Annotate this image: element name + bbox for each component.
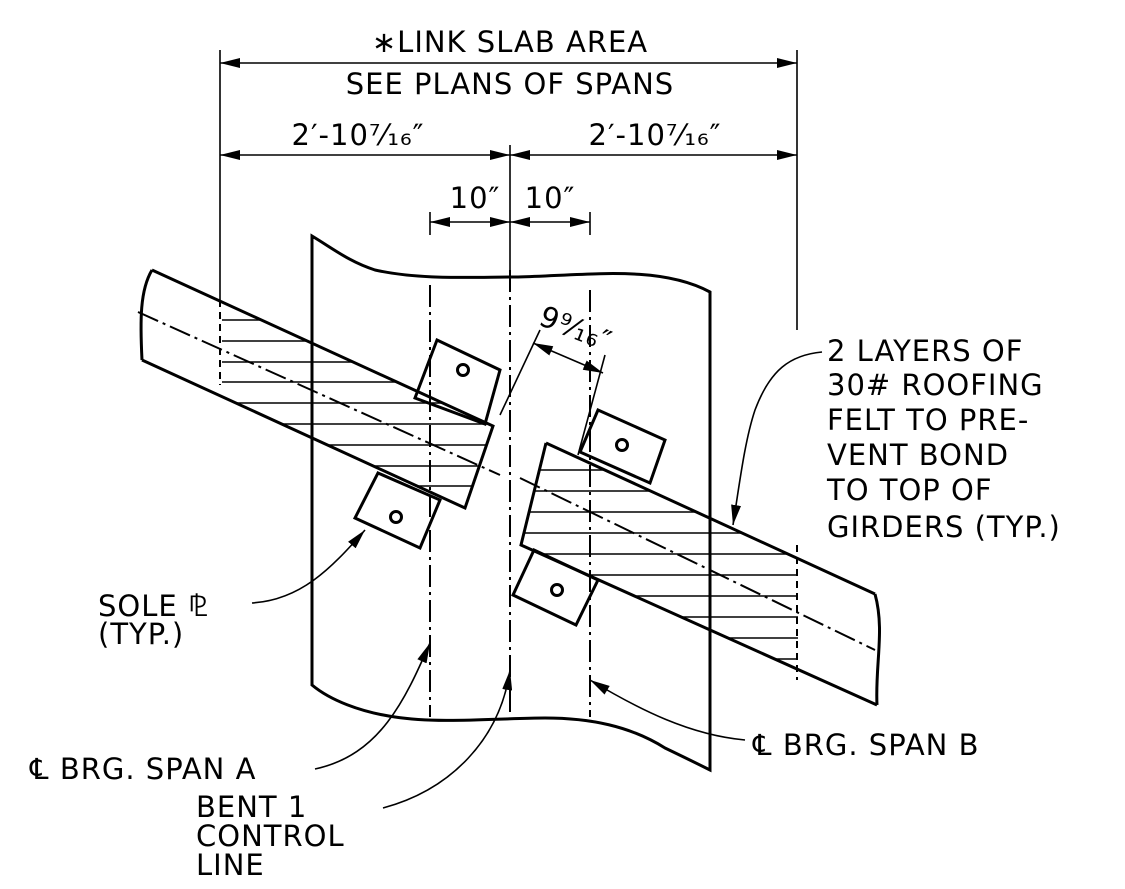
dim-half-left-label: 2′-10⁷⁄₁₆″ [292,118,425,152]
sole-plate-a-top [413,337,502,426]
felt-note-line-2: 30# ROOFING [827,368,1044,402]
felt-note-line-1: 2 LAYERS OF [827,334,1023,368]
bent-control-line-3: LINE [196,848,265,882]
dim-skew [532,342,604,374]
leader-felt [731,351,823,526]
bent-cap-outline [310,233,712,773]
link-slab-area-label: ∗LINK SLAB AREA [372,25,648,59]
sole-plate-a-bottom [352,471,442,551]
girder-span-b [519,441,882,707]
sole-plate-label-line-1: SOLE ⅊ [98,589,209,623]
felt-note-line-3: FELT TO PRE- [827,403,1029,437]
leader-cl-span-a [314,642,431,770]
leader-sole-plate [251,529,366,604]
bent-control-line-2: CONTROL [196,819,345,853]
felt-note-line-6: GIRDERS (TYP.) [827,510,1061,544]
felt-note-line-4: VENT BOND [827,438,1009,472]
felt-note-line-5: TO TOP OF [826,473,993,507]
girder-span-a [137,268,501,511]
dim-10-left-label: 10″ [450,181,501,215]
cl-span-a-label: ℄ BRG. SPAN A [29,752,256,786]
cl-span-b-label: ℄ BRG. SPAN B [752,728,979,762]
leader-cl-span-b [589,679,746,741]
sole-plate-b-top [578,408,667,486]
dim-half-right-label: 2′-10⁷⁄₁₆″ [589,118,722,152]
sole-plate-b-bottom [511,548,601,627]
bent-control-line-1: BENT 1 [196,790,307,824]
leader-bent-control [382,669,513,809]
sole-plate-label-line-2: (TYP.) [98,617,184,651]
dim-10-right-label: 10″ [525,181,576,215]
see-plans-label: SEE PLANS OF SPANS [346,67,674,101]
